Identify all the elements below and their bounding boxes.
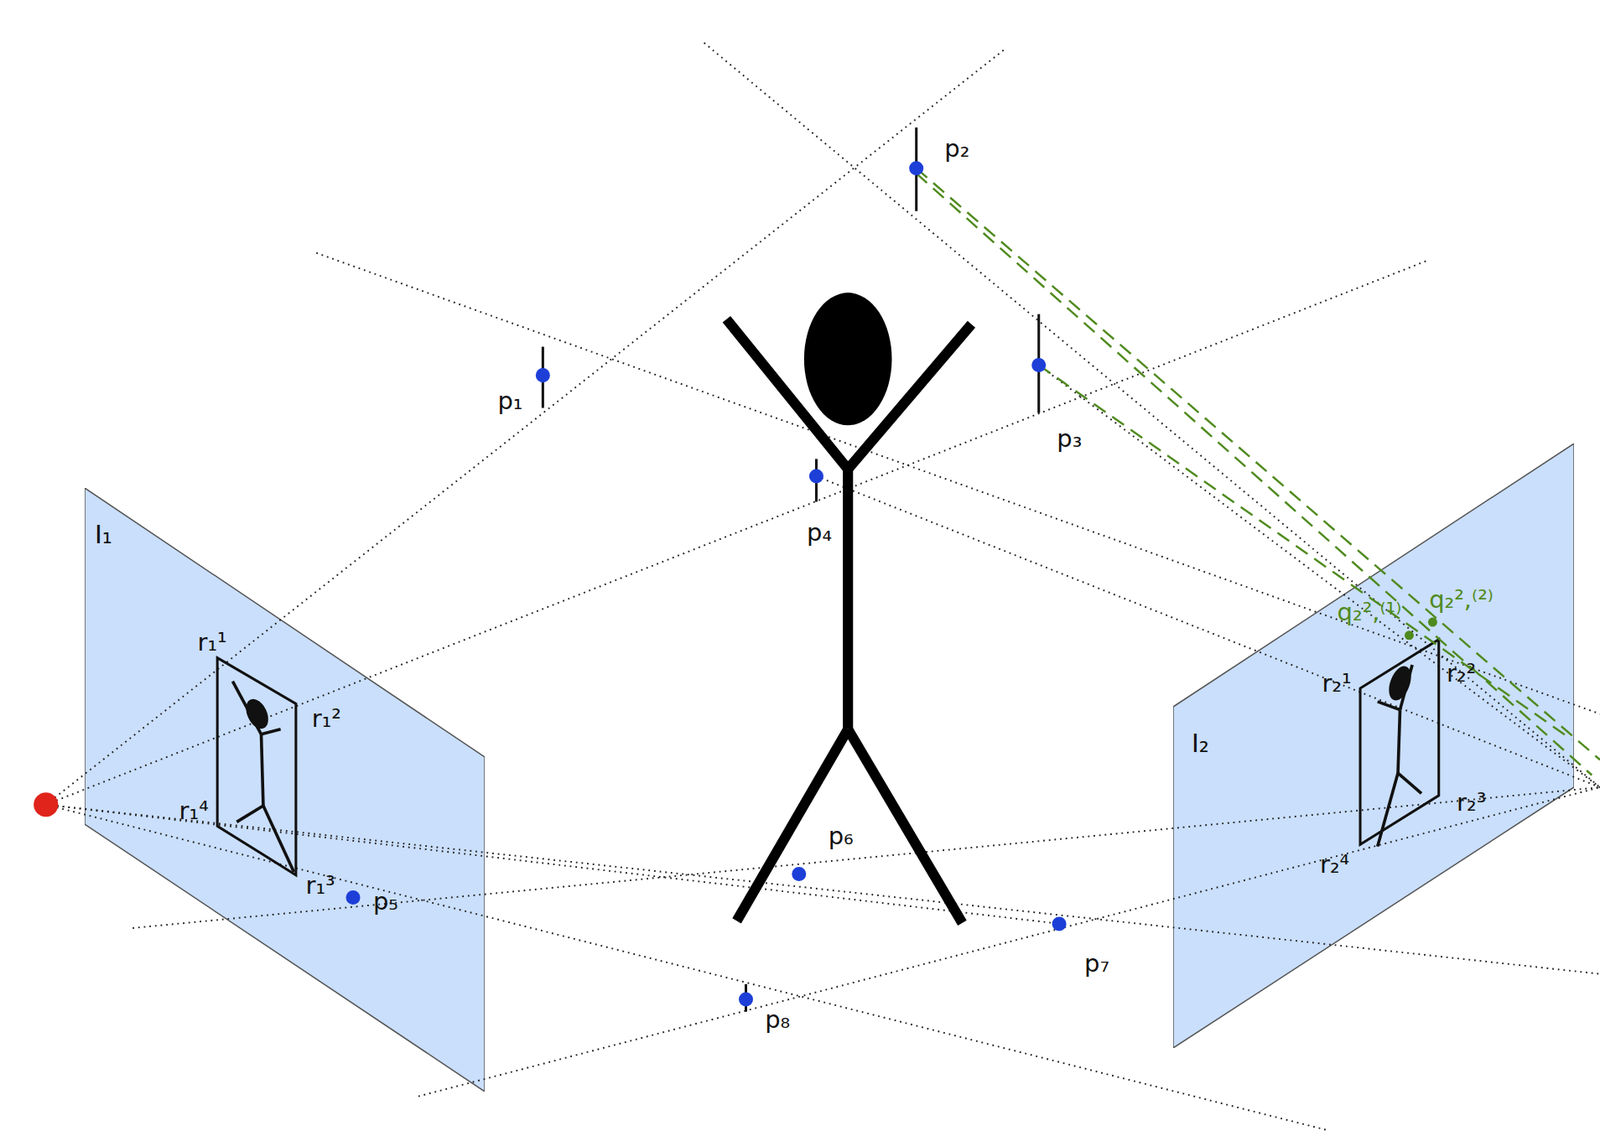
green-rays — [916, 168, 1600, 776]
point-label: p₃ — [1056, 426, 1082, 452]
point-label: p₇ — [1084, 951, 1110, 977]
scene-points — [346, 161, 1067, 1007]
plane-shape — [1173, 443, 1575, 1049]
corner-label: r₂³ — [1456, 790, 1486, 816]
corner-label: r₁¹ — [197, 630, 228, 655]
projection-label: q₂²,⁽²⁾ — [1428, 587, 1494, 613]
camera-center — [33, 792, 58, 817]
plane-label: I₂ — [1191, 728, 1210, 759]
stick-figure — [726, 292, 972, 924]
point-label: p₆ — [828, 824, 854, 849]
plane-shape — [84, 488, 485, 1092]
point-ticks — [542, 127, 1039, 1013]
corner-label: r₂¹ — [1321, 671, 1351, 697]
corner-label: r₁² — [311, 706, 342, 732]
point-label: p₁ — [497, 389, 523, 414]
point-label: p₅ — [373, 889, 399, 915]
corner-label: r₂⁴ — [1319, 852, 1350, 878]
image-plane: I₁ — [84, 488, 485, 1092]
corner-label: r₁³ — [305, 873, 335, 899]
image-plane: I₂ — [1173, 443, 1575, 1049]
point-label: p₈ — [764, 1007, 790, 1033]
plane-label: I₁ — [94, 519, 113, 550]
projection-label: q₂²,⁽¹⁾ — [1337, 600, 1403, 625]
corner-label: r₂² — [1446, 661, 1476, 686]
point-label: p₂ — [944, 136, 970, 162]
corner-label: r₁⁴ — [179, 799, 209, 824]
green-points — [1404, 618, 1438, 641]
point-label: p₄ — [806, 520, 832, 546]
